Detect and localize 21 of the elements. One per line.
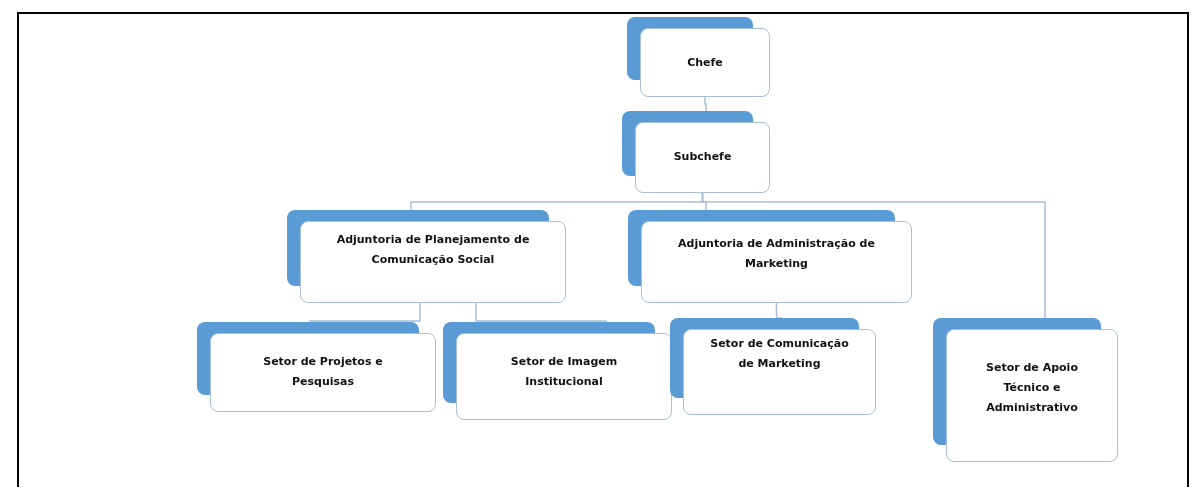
org-box <box>287 210 566 303</box>
connector-line <box>701 192 1046 319</box>
connector-line <box>309 302 421 323</box>
org-box <box>670 318 876 415</box>
unit-label: Setor de Comunicação de Marketing <box>709 336 850 372</box>
org-box <box>933 318 1118 462</box>
org-box <box>627 17 770 97</box>
unit-label: Setor de Apoio Técnico e Administrativo <box>985 360 1079 416</box>
unit-label: Adjuntoria de Planejamento de Comunicação Social <box>335 232 531 268</box>
connector-line <box>475 302 607 323</box>
org-box <box>622 111 770 193</box>
org-box <box>628 210 912 303</box>
connector-line <box>775 302 783 319</box>
org-box <box>443 322 672 420</box>
connector-line <box>704 96 707 112</box>
unit-label: Adjuntoria de Administração de Marketing <box>677 236 876 272</box>
unit-label: Subchefe <box>673 149 732 165</box>
unit-label: Setor de Imagem Institucional <box>509 354 619 390</box>
unit-label: Setor de Projetos e Pesquisas <box>262 354 384 390</box>
org-box <box>197 322 436 412</box>
unit-label: Chefe <box>687 55 723 71</box>
